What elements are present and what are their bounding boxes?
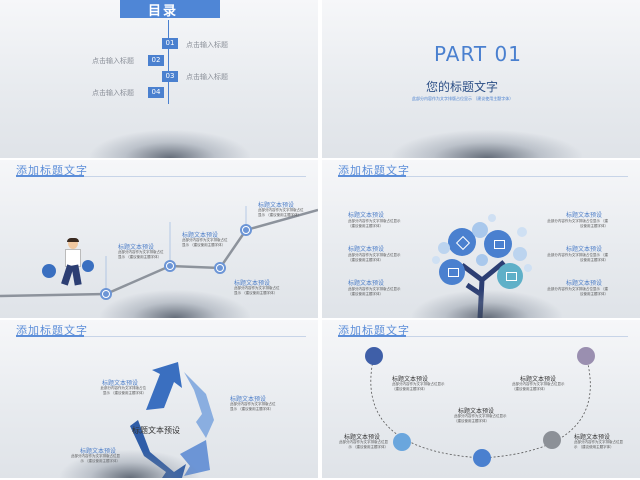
- cycle-center-label: 标题文本预设: [132, 426, 180, 435]
- tree-left-desc-3: 此部分内容作为文字排版占位显示 （建议使用主题字体）: [348, 287, 401, 296]
- arc-desc-2: 此部分内容作为文字排版占位显示 （建议使用主题字体）: [339, 440, 388, 449]
- growth-desc-2: 此部分内容作为文字排版占位显示 （建议使用主题字体）: [182, 238, 228, 247]
- toc-title: 目录: [148, 4, 179, 19]
- header-line: [16, 176, 306, 177]
- toc-item-4[interactable]: 点击输入标题: [92, 89, 134, 97]
- arc-desc-5: 此部分内容作为文字排版占位显示 （建议使用主题字体）: [512, 382, 565, 391]
- part-heading: 您的标题文字: [426, 80, 499, 94]
- header-underline: [338, 175, 406, 177]
- header-underline: [338, 335, 406, 337]
- slide-header: 添加标题文字: [322, 320, 640, 338]
- water-splash-image: [392, 130, 582, 158]
- cycle-desc-1: 此部分内容作为文字排版占位显示 （建议使用主题字体）: [100, 386, 147, 395]
- slide-growth[interactable]: 添加标题文字 标题文本预设 此部分内容作为文字排版占位显示 （建议使用主题字体）…: [0, 160, 318, 318]
- arc-label-5: 标题文本预设: [520, 376, 557, 383]
- growth-label-4: 标题文本预设: [258, 202, 295, 209]
- growth-desc-3: 此部分内容作为文字排版占位显示 （建议使用主题字体）: [234, 286, 280, 295]
- store-icon: [506, 272, 517, 281]
- inbox-icon: [448, 268, 459, 277]
- wallet-icon: [494, 240, 505, 249]
- growth-desc-1: 此部分内容作为文字排版占位显示 （建议使用主题字体）: [118, 250, 164, 259]
- arc-diagram: [365, 347, 595, 467]
- cycle-label-2: 标题文本预设: [230, 396, 267, 403]
- toc-item-3[interactable]: 点击输入标题: [186, 73, 228, 81]
- header-underline: [16, 335, 84, 337]
- arc-label-2: 标题文本预设: [344, 434, 381, 441]
- growth-label-3: 标题文本预设: [234, 280, 271, 287]
- clock-icon: [216, 264, 224, 272]
- slide-cycle[interactable]: 添加标题文字 标题文本预设 标题文本预设 此部分内容作为文字排版占位显示 （建议…: [0, 320, 318, 478]
- toc-vertical-line: [168, 20, 169, 104]
- toc-num-2: 02: [148, 55, 164, 66]
- tree-left-label-2: 标题文本预设: [348, 246, 385, 253]
- tree-right-label-3: 标题文本预设: [566, 280, 603, 287]
- tree-right-label-2: 标题文本预设: [566, 246, 603, 253]
- settings-icon: [166, 262, 174, 270]
- header-line: [338, 336, 628, 337]
- tree-right-desc-3: 此部分内容作为文字排版占位显示 （建议使用主题字体）: [547, 287, 608, 296]
- tree-left-desc-2: 此部分内容作为文字排版占位显示 （建议使用主题字体）: [348, 253, 401, 262]
- tree-left-label-3: 标题文本预设: [348, 280, 385, 287]
- arc-desc-1: 此部分内容作为文字排版占位显示 （建议使用主题字体）: [392, 382, 445, 391]
- water-splash-image: [60, 450, 200, 478]
- toc-num-3: 03: [162, 71, 178, 82]
- toc-num-4: 04: [148, 87, 164, 98]
- toc-title-bar: [120, 0, 220, 18]
- water-splash-image: [100, 290, 250, 318]
- growth-label-2: 标题文本预设: [182, 232, 219, 239]
- businessman-illustration: [42, 238, 94, 296]
- tree-right-desc-1: 此部分内容作为文字排版占位显示 （建议使用主题字体）: [547, 219, 608, 228]
- part-description: 此部分内容作为文字排版占位显示 （建议使用主题字体）: [412, 96, 514, 101]
- tree-right-label-1: 标题文本预设: [566, 212, 603, 219]
- header-line: [338, 176, 628, 177]
- slide-toc[interactable]: 目录 01 点击输入标题 02 点击输入标题 03 点击输入标题 04 点击输入…: [0, 0, 318, 158]
- chat-icon: [242, 226, 250, 234]
- water-splash-image: [412, 290, 562, 318]
- slide-header: 添加标题文字: [322, 160, 640, 178]
- slide-part[interactable]: PART 01 您的标题文字 此部分内容作为文字排版占位显示 （建议使用主题字体…: [322, 0, 640, 158]
- part-title: PART 01: [434, 42, 522, 66]
- tree-left-label-1: 标题文本预设: [348, 212, 385, 219]
- arc-label-3: 标题文本预设: [458, 408, 495, 415]
- arc-label-1: 标题文本预设: [392, 376, 429, 383]
- toc-num-1: 01: [162, 38, 178, 49]
- money-bag-icon: [82, 260, 94, 272]
- arc-desc-4: 此部分内容作为文字排版占位显示 （建议使用主题字体）: [574, 440, 623, 449]
- slide-title: 添加标题文字: [338, 164, 410, 177]
- header-underline: [16, 175, 84, 177]
- slide-header: 添加标题文字: [0, 320, 318, 338]
- arc-desc-3: 此部分内容作为文字排版占位显示 （建议使用主题字体）: [454, 414, 507, 423]
- slide-title: 添加标题文字: [16, 164, 88, 177]
- tree-left-desc-1: 此部分内容作为文字排版占位显示 （建议使用主题字体）: [348, 219, 401, 228]
- slide-title: 添加标题文字: [338, 324, 410, 337]
- toc-item-1[interactable]: 点击输入标题: [186, 41, 228, 49]
- water-splash-image: [90, 130, 250, 158]
- cycle-desc-2: 此部分内容作为文字排版占位显示 （建议使用主题字体）: [230, 402, 276, 411]
- growth-label-1: 标题文本预设: [118, 244, 155, 251]
- growth-desc-4: 此部分内容作为文字排版占位显示 （建议使用主题字体）: [258, 208, 304, 217]
- slide-arc[interactable]: 添加标题文字 标题文本预设 标题文本预设 此部分内容作为文字排版占位显示 （建议…: [322, 320, 640, 478]
- arc-label-4: 标题文本预设: [574, 434, 611, 441]
- slide-header: 添加标题文字: [0, 160, 318, 178]
- money-bag-icon: [42, 264, 56, 278]
- slide-title: 添加标题文字: [16, 324, 88, 337]
- slide-tree[interactable]: 添加标题文字 标题文本预设 此部分内容作为文字排版占位显示 （建议使用主题字体）…: [322, 160, 640, 318]
- header-line: [16, 336, 306, 337]
- tree-right-desc-2: 此部分内容作为文字排版占位显示 （建议使用主题字体）: [547, 253, 608, 262]
- cycle-label-1: 标题文本预设: [102, 380, 139, 387]
- toc-item-2[interactable]: 点击输入标题: [92, 57, 134, 65]
